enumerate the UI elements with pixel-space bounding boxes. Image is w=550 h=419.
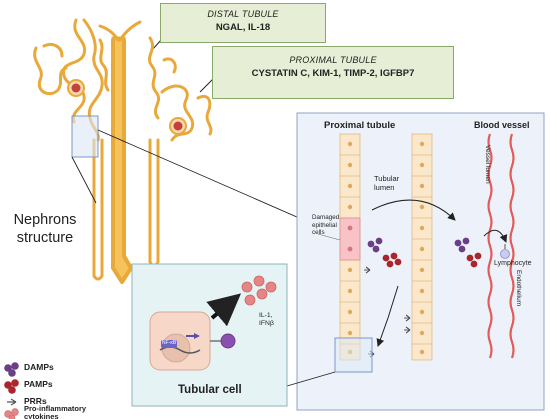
endothelium-label: Endothelium bbox=[515, 270, 522, 307]
legend-prr-label: PRRs bbox=[24, 396, 47, 406]
glomerulus-left bbox=[67, 79, 85, 97]
tubular-cell-title: Tubular cell bbox=[178, 384, 242, 396]
cytokine-release-arrow bbox=[206, 293, 242, 327]
tubular-cell bbox=[149, 311, 211, 371]
zoom-line-bottom bbox=[71, 156, 97, 204]
cytokine-cluster-cell bbox=[241, 275, 277, 306]
signal-arrow bbox=[376, 285, 399, 347]
distal-tubule-title: DISTAL TUBULE bbox=[207, 9, 279, 19]
cell-zoom-line bbox=[286, 371, 336, 387]
legend-prr-icon bbox=[7, 398, 17, 406]
proximal-tubule-heading: Proximal tubule bbox=[324, 120, 396, 131]
nephrons-structure-label: Nephrons structure bbox=[6, 211, 84, 247]
cell-receptor bbox=[210, 333, 236, 349]
nephrons-label-line1: Nephrons bbox=[13, 212, 77, 228]
tubular-lumen-line1: Tubular bbox=[374, 174, 400, 183]
legend-damp-icon bbox=[4, 362, 19, 377]
damaged-cells-label: Damaged epithelial cells bbox=[312, 214, 339, 237]
pamp-cluster-panel bbox=[382, 252, 482, 268]
migration-arrow-2 bbox=[483, 229, 508, 243]
cytokine-name-1: IL-1, bbox=[259, 312, 273, 319]
nephrons-label-line2: structure bbox=[16, 230, 74, 246]
glomerulus-right bbox=[169, 117, 187, 135]
blood-vessel bbox=[487, 133, 515, 359]
distal-tubule-markers: NGAL, IL-18 bbox=[215, 22, 271, 33]
cytokine-names-label: IL-1, IFNβ bbox=[259, 312, 274, 328]
cytokine-name-2: IFNβ bbox=[259, 320, 274, 327]
proximal-tubule-title: PROXIMAL TUBULE bbox=[289, 55, 377, 65]
legend-cytokine-label: Pro-inflammatory cytokines bbox=[24, 404, 87, 419]
nephron-structure bbox=[33, 18, 213, 284]
damp-cluster-panel bbox=[367, 237, 470, 253]
damaged-cells-line3: cells bbox=[312, 229, 325, 236]
tubular-lumen-line2: lumen bbox=[374, 183, 395, 192]
legend-pamp-icon bbox=[4, 379, 19, 394]
damaged-cells-line1: Damaged bbox=[312, 214, 340, 221]
tubular-lumen-label: Tubular lumen bbox=[374, 174, 399, 192]
proximal-tubule-callout: PROXIMAL TUBULE CYSTATIN C, KIM-1, TIMP-… bbox=[212, 46, 454, 99]
proximal-tubule-markers: CYSTATIN C, KIM-1, TIMP-2, IGFBP7 bbox=[251, 68, 415, 79]
migration-arrow-1 bbox=[371, 199, 456, 221]
tubule-column-right bbox=[411, 133, 433, 361]
nfkb-label: NF-κB bbox=[162, 340, 177, 346]
cell-zoom-box bbox=[334, 337, 373, 373]
nephron-zoom-box bbox=[71, 115, 99, 158]
damaged-cells-line2: epithelial bbox=[312, 221, 337, 229]
lymphocyte-label: Lymphocyte bbox=[494, 260, 532, 267]
legend-pamp-label: PAMPs bbox=[24, 379, 53, 389]
legend-damp-label: DAMPs bbox=[24, 362, 54, 372]
blood-vessel-heading: Blood vessel bbox=[474, 120, 530, 130]
tubule-column-left bbox=[339, 133, 361, 361]
distal-tubule-callout: DISTAL TUBULE NGAL, IL-18 bbox=[160, 3, 326, 43]
lymphocyte bbox=[500, 244, 510, 259]
legend-cytokine-icon bbox=[4, 408, 19, 419]
vessel-lumen-label: Vessel lumen bbox=[484, 145, 491, 184]
